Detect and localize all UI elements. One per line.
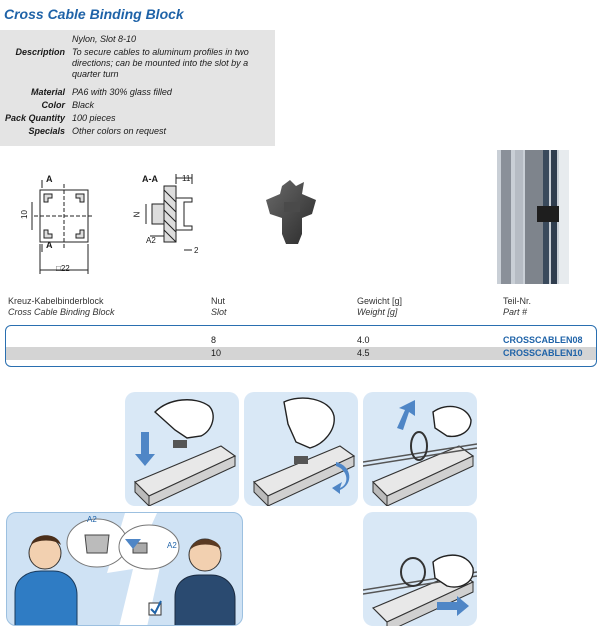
spec-label: Specials	[28, 126, 65, 136]
spec-value: To secure cables to aluminum profiles in…	[72, 47, 249, 79]
instruction-panel-step-4	[363, 512, 477, 626]
comic-panel: A2 A2	[6, 512, 243, 626]
instruction-panel-step-1	[125, 392, 239, 506]
col-header-slot-en: Slot	[211, 307, 227, 317]
spec-label: Color	[41, 100, 66, 110]
dim-label-10: 10	[19, 210, 29, 219]
spec-value: 100 pieces	[72, 113, 116, 123]
col-header-slot-de: Nut	[211, 296, 226, 306]
col-header-part-en: Part #	[503, 307, 528, 317]
col-header-name-en: Cross Cable Binding Block	[8, 307, 115, 317]
cell-part-number[interactable]: CROSSCABLEN10	[503, 348, 583, 358]
col-header-part-de: Teil-Nr.	[503, 296, 532, 306]
instruction-panel-step-2	[244, 392, 358, 506]
col-header-slot: Nut Slot	[211, 296, 227, 318]
application-photo	[497, 150, 569, 284]
dim-label-n: N	[132, 211, 142, 218]
cell-slot: 10	[211, 348, 222, 358]
col-header-weight: Gewicht [g] Weight [g]	[357, 296, 402, 318]
product-title: Cross Cable Binding Block	[4, 6, 184, 22]
spec-label: Description	[15, 47, 65, 57]
spec-value: PA6 with 30% glass filled	[72, 87, 172, 97]
dim-label-22: □22	[56, 264, 70, 273]
dim-label-aa: A-A	[142, 174, 158, 184]
col-header-weight-de: Gewicht [g]	[357, 296, 403, 306]
drawing-section-view: A-A 11 N A2 2	[132, 170, 212, 280]
dim-label-2: 2	[194, 246, 199, 255]
dim-label-a-bottom: A	[46, 240, 53, 250]
inset-label-a2-right: A2	[167, 541, 177, 550]
table-row: 10 4.5 CROSSCABLEN10	[6, 347, 596, 360]
cell-part-number[interactable]: CROSSCABLEN08	[503, 335, 583, 345]
spec-value: Black	[72, 100, 95, 110]
spec-value: Other colors on request	[72, 126, 167, 136]
col-header-weight-en: Weight [g]	[357, 307, 398, 317]
dim-label-a2: A2	[146, 236, 156, 245]
dim-label-a-top: A	[46, 174, 53, 184]
spec-label: Material	[30, 87, 65, 97]
cell-slot: 8	[211, 335, 217, 345]
col-header-name: Kreuz-Kabelbinderblock Cross Cable Bindi…	[8, 296, 115, 318]
spec-box: Nylon, Slot 8-10 Description To secure c…	[0, 30, 275, 146]
spec-label: Pack Quantity	[4, 113, 65, 123]
col-header-name-de: Kreuz-Kabelbinderblock	[8, 296, 104, 306]
dim-label-11: 11	[182, 174, 191, 183]
col-header-part: Teil-Nr. Part #	[503, 296, 531, 318]
inset-label-a2: A2	[87, 515, 97, 524]
cell-weight: 4.5	[357, 348, 370, 358]
product-photo	[258, 178, 328, 250]
cell-weight: 4.0	[357, 335, 370, 345]
drawing-front-view: A A 10 □22	[20, 170, 110, 280]
table-row: 8 4.0 CROSSCABLEN08	[6, 334, 596, 347]
parts-table: 8 4.0 CROSSCABLEN08 10 4.5 CROSSCABLEN10	[5, 325, 597, 367]
spec-value: Nylon, Slot 8-10	[72, 34, 137, 44]
instruction-panel-step-3	[363, 392, 477, 506]
